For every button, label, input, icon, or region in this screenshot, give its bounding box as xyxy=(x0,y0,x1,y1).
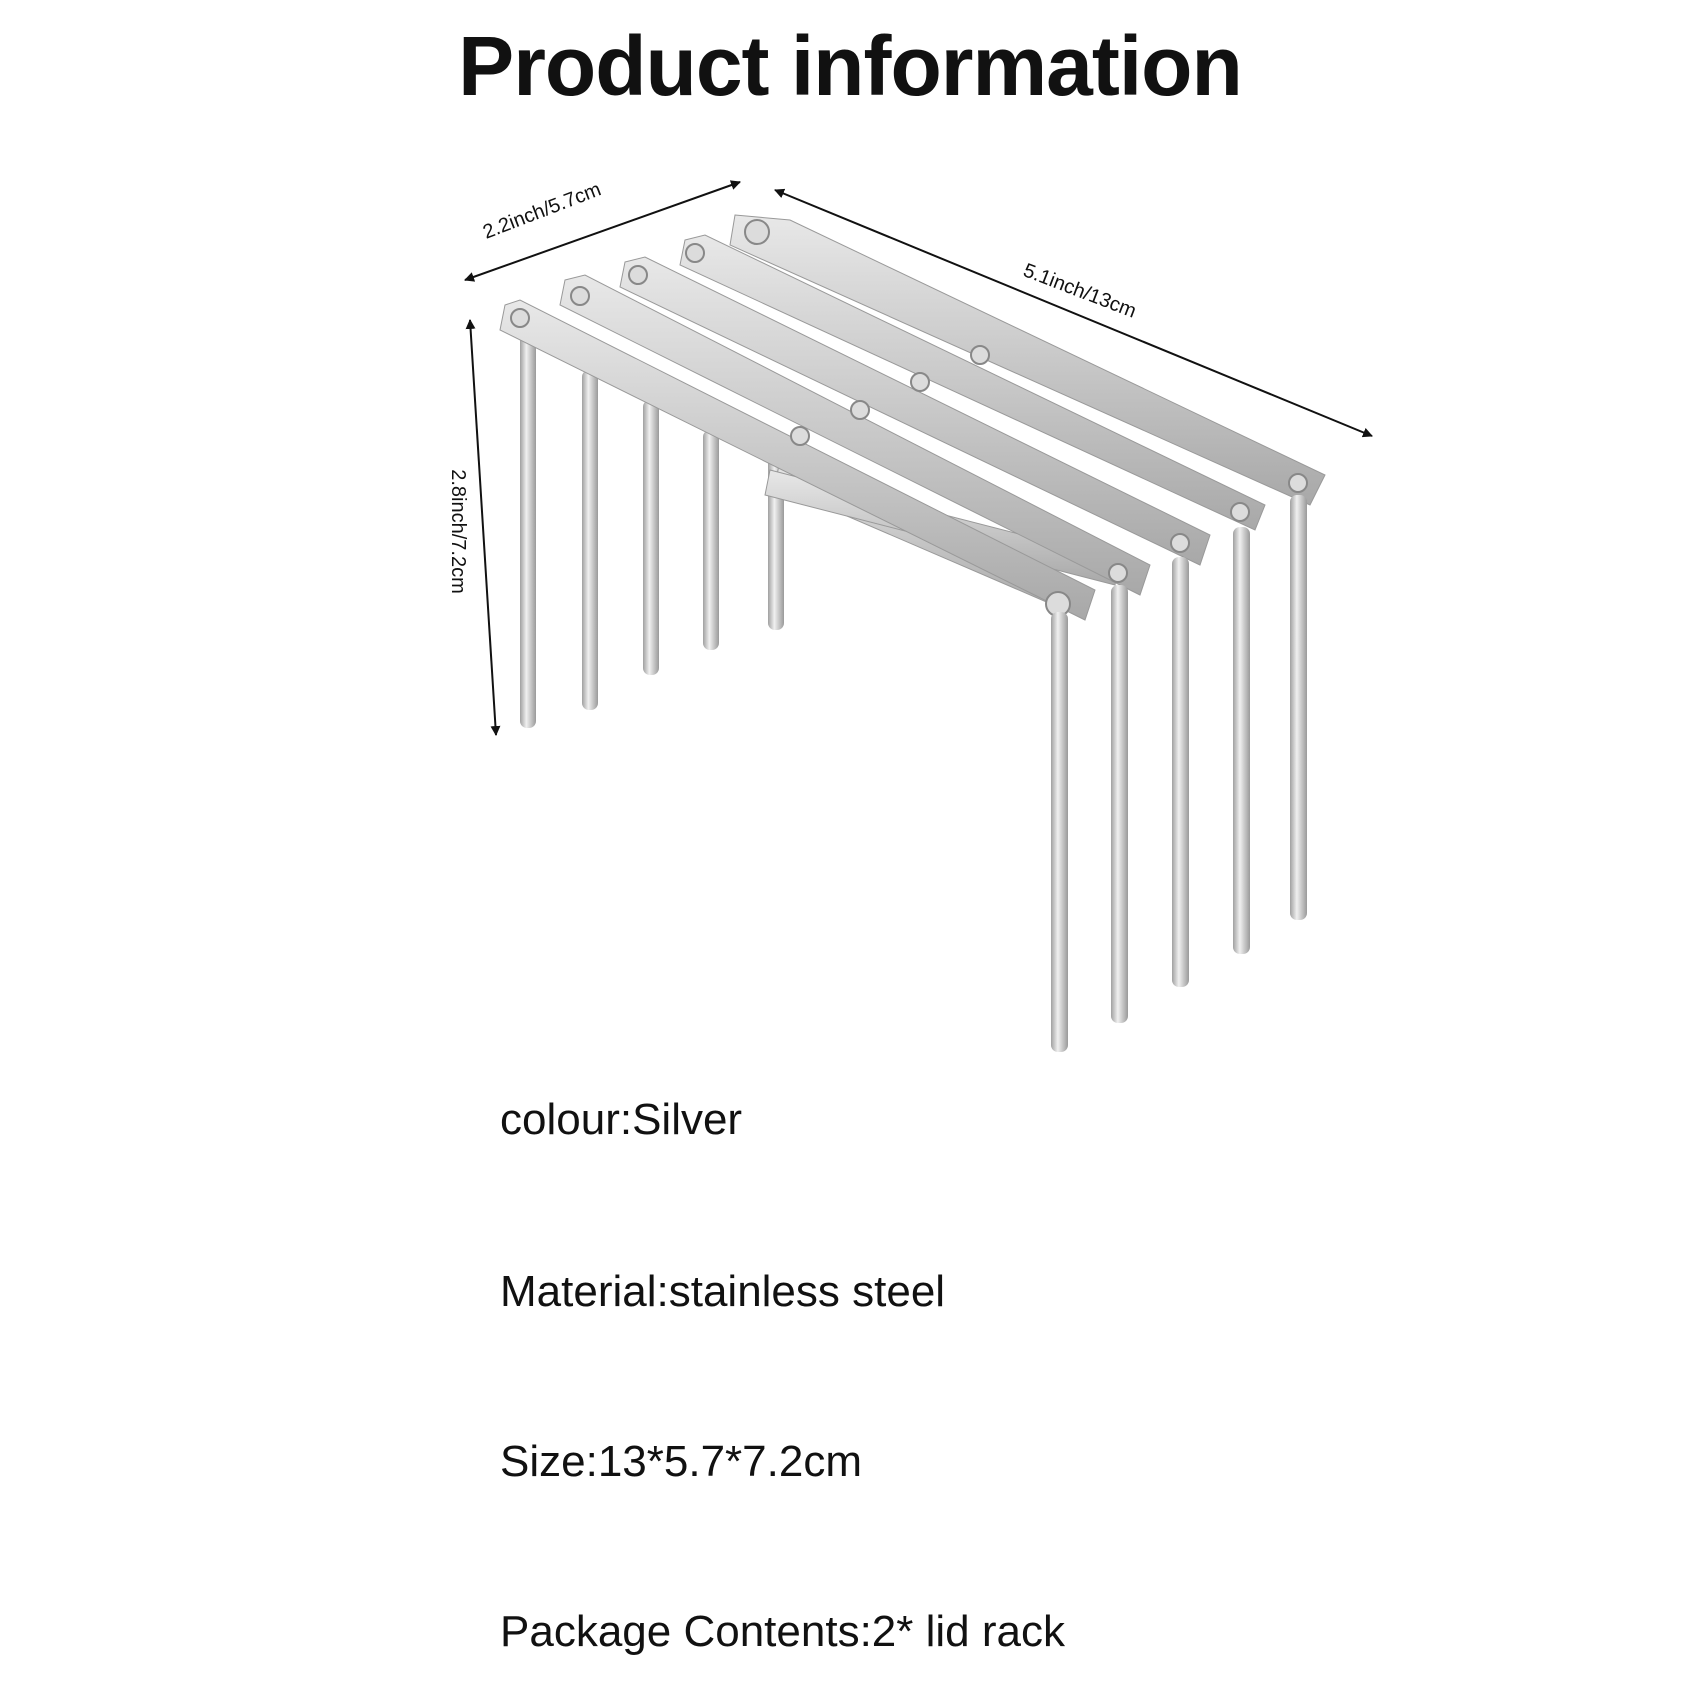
product-figure: 2.2inch/5.7cm 5.1inch/13cm 2.8inch/7.2cm xyxy=(446,178,1373,1052)
height-arrow xyxy=(465,319,501,736)
rivets xyxy=(510,219,1308,617)
upper-straps xyxy=(499,214,1326,621)
lid-rack-illustration xyxy=(464,180,1373,1052)
height-dimension-label: 2.8inch/7.2cm xyxy=(446,469,469,594)
right-legs xyxy=(1051,495,1307,1052)
page-title: Product information xyxy=(458,19,1243,113)
spec-colour: colour:Silver xyxy=(500,1095,743,1144)
spec-package-contents: Package Contents:2* lid rack xyxy=(500,1607,1065,1656)
spec-material: Material:stainless steel xyxy=(500,1267,946,1316)
length-arrow xyxy=(774,188,1373,438)
spec-size: Size:13*5.7*7.2cm xyxy=(500,1437,862,1486)
width-arrow xyxy=(464,180,741,282)
